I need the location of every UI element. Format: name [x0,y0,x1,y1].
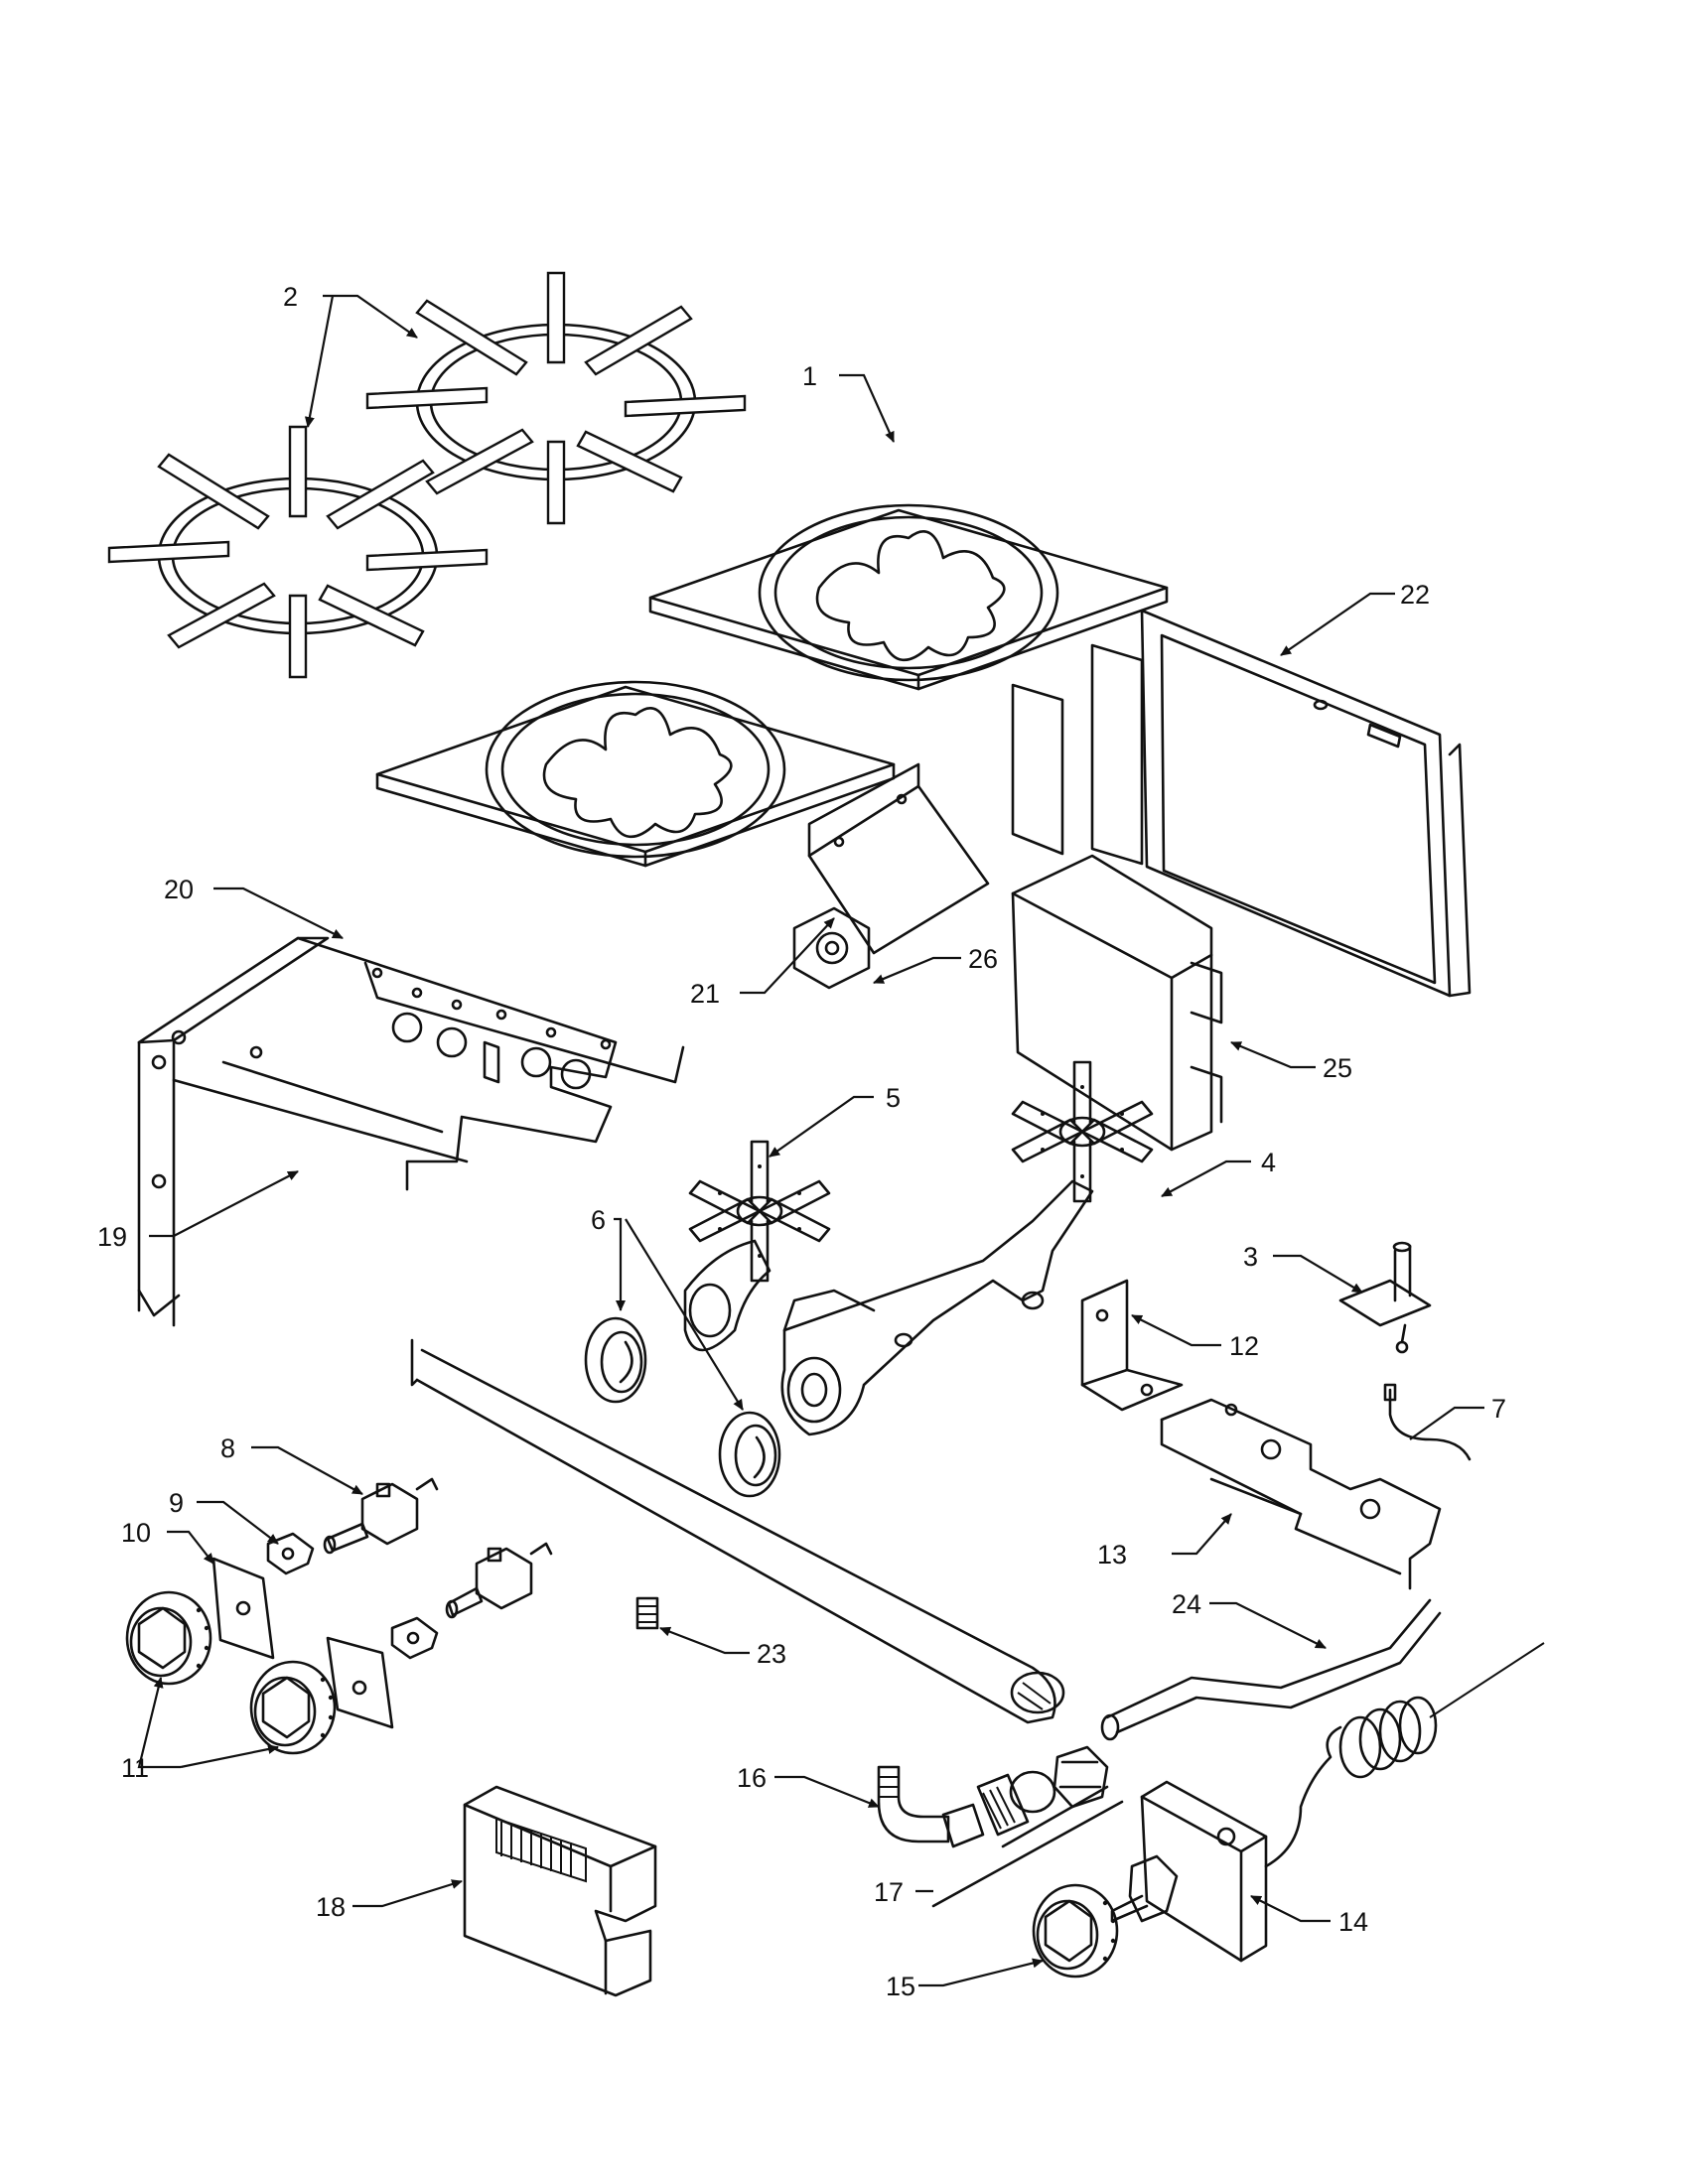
callout-18: 18 [316,1892,346,1922]
callout-1: 1 [802,361,817,391]
mounting-rail [1160,1398,1442,1590]
callout-19: 19 [97,1222,127,1252]
callout-24: 24 [1172,1589,1201,1619]
gas-manifold [410,1338,1065,1724]
knob-bezel-lower [326,1636,394,1729]
thermostat [1110,1725,1342,1963]
callout-10: 10 [121,1518,151,1548]
callout-2: 2 [283,282,298,312]
burner-grate-rear [365,271,747,525]
safety-valve [792,906,871,990]
callout-labels: 1 2 3 4 5 6 7 8 9 10 11 12 13 14 15 16 1… [97,282,1506,2001]
knob-bezel-upper [211,1557,275,1660]
air-shutter-left [584,1316,647,1404]
air-shutter-right [718,1411,781,1498]
callout-14: 14 [1338,1907,1368,1937]
side-panel [1011,609,1472,998]
pilot-tube [1100,1598,1442,1741]
callout-20: 20 [164,875,194,904]
capillary-bulb [1338,1642,1545,1779]
callout-3: 3 [1243,1242,1258,1272]
hood-orifice [635,1596,659,1630]
angle-bracket [1080,1279,1184,1412]
valve-clip-upper [266,1532,315,1575]
callout-15: 15 [886,1972,915,2001]
valve-clip-lower [390,1616,439,1660]
heat-shield-bracket [807,762,990,955]
callout-leaders [137,294,1484,1987]
top-plate-rear [648,503,1169,691]
callout-11: 11 [121,1753,149,1783]
callout-26: 26 [968,944,998,974]
top-plate-front [375,680,896,868]
ignition-module [463,1785,657,1997]
callout-23: 23 [757,1639,786,1669]
burner-head-right [1011,1060,1154,1203]
gas-connector-elbow [877,1765,950,1843]
gas-valve-upper [323,1477,439,1555]
callout-16: 16 [737,1763,767,1793]
callout-5: 5 [886,1083,901,1113]
front-frame [137,936,685,1327]
burner-grate-front [107,425,489,679]
callout-4: 4 [1261,1148,1276,1177]
callout-7: 7 [1491,1394,1506,1424]
callout-9: 9 [169,1488,184,1518]
callout-12: 12 [1229,1331,1259,1361]
control-box [1011,854,1223,1152]
callout-13: 13 [1097,1540,1127,1570]
pressure-regulator-fitting [931,1745,1124,1908]
thermocouple-lead [1383,1383,1472,1461]
gas-valve-lower [445,1542,553,1619]
control-knob-upper [125,1590,212,1686]
pilot-assembly [1338,1241,1432,1354]
burner-head-left [688,1140,831,1283]
callout-25: 25 [1323,1053,1352,1083]
burner-tube-assembly [683,1179,1094,1436]
callout-6: 6 [591,1205,606,1235]
callout-21: 21 [690,979,720,1009]
callout-8: 8 [220,1433,235,1463]
callout-17: 17 [874,1877,904,1907]
control-knob-lower [249,1660,337,1755]
callout-22: 22 [1400,580,1430,610]
thermostat-knob [1032,1883,1119,1979]
